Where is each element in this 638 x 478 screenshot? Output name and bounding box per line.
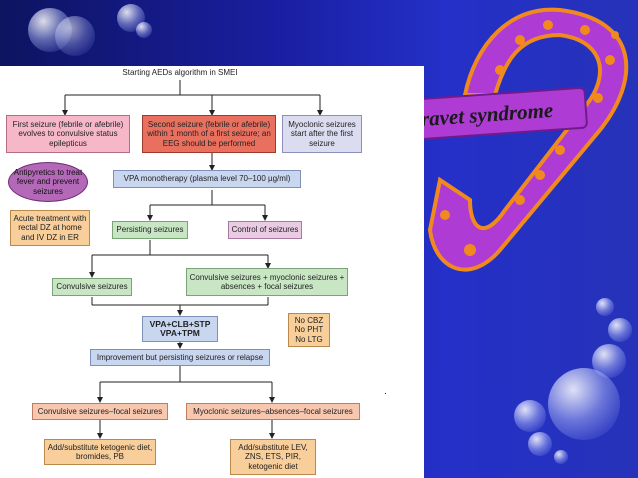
node-control: Control of seizures	[228, 221, 302, 239]
no-drug-2: No PHT	[294, 325, 324, 335]
node-convulsive-focal: Convulsive seizures–focal seizures	[32, 403, 168, 420]
bubble-decoration	[548, 368, 620, 440]
bubble-decoration	[528, 432, 552, 456]
node-antipyretics: Antipyretics to treat fever and prevent …	[8, 162, 88, 202]
stray-mark: .	[384, 386, 387, 397]
node-persisting: Persisting seizures	[112, 221, 188, 239]
bubble-decoration	[55, 16, 95, 56]
node-myoclonic-start: Myoclonic seizures start after the first…	[282, 115, 362, 153]
node-add-right: Add/substitute LEV, ZNS, ETS, PIR, ketog…	[230, 439, 316, 475]
node-convulsive: Convulsive seizures	[52, 278, 132, 296]
bubble-decoration	[554, 450, 568, 464]
bubble-decoration	[136, 22, 152, 38]
vpa-combo-2: VPA+TPM	[160, 328, 200, 338]
bubble-decoration	[514, 400, 546, 432]
node-second-seizure: Second seizure (febrile or afebrile) wit…	[142, 115, 276, 153]
bubble-decoration	[608, 318, 632, 342]
no-drug-3: No LTG	[295, 334, 323, 344]
node-convulsive-myoclonic: Convulsive seizures + myoclonic seizures…	[186, 268, 348, 296]
no-drug-1: No CBZ	[294, 315, 324, 325]
diagram-title: Starting AEDs algorithm in SMEI	[122, 68, 238, 77]
node-add-left: Add/substitute ketogenic diet, bromides,…	[44, 439, 156, 465]
bubble-decoration	[596, 298, 614, 316]
node-acute-treatment: Acute treatment with rectal DZ at home a…	[10, 210, 90, 246]
node-myoclonic-absences: Myoclonic seizures–absences–focal seizur…	[186, 403, 360, 420]
node-no-drugs: No CBZ No PHT No LTG	[288, 313, 330, 347]
node-first-seizure: First seizure (febrile or afebrile) evol…	[6, 115, 130, 153]
node-vpa-monotherapy: VPA monotherapy (plasma level 70–100 µg/…	[113, 170, 301, 188]
node-improvement: Improvement but persisting seizures or r…	[90, 349, 270, 366]
vpa-combo-1: VPA+CLB+STP	[149, 318, 211, 329]
node-vpa-combinations: VPA+CLB+STP VPA+TPM	[142, 316, 218, 342]
